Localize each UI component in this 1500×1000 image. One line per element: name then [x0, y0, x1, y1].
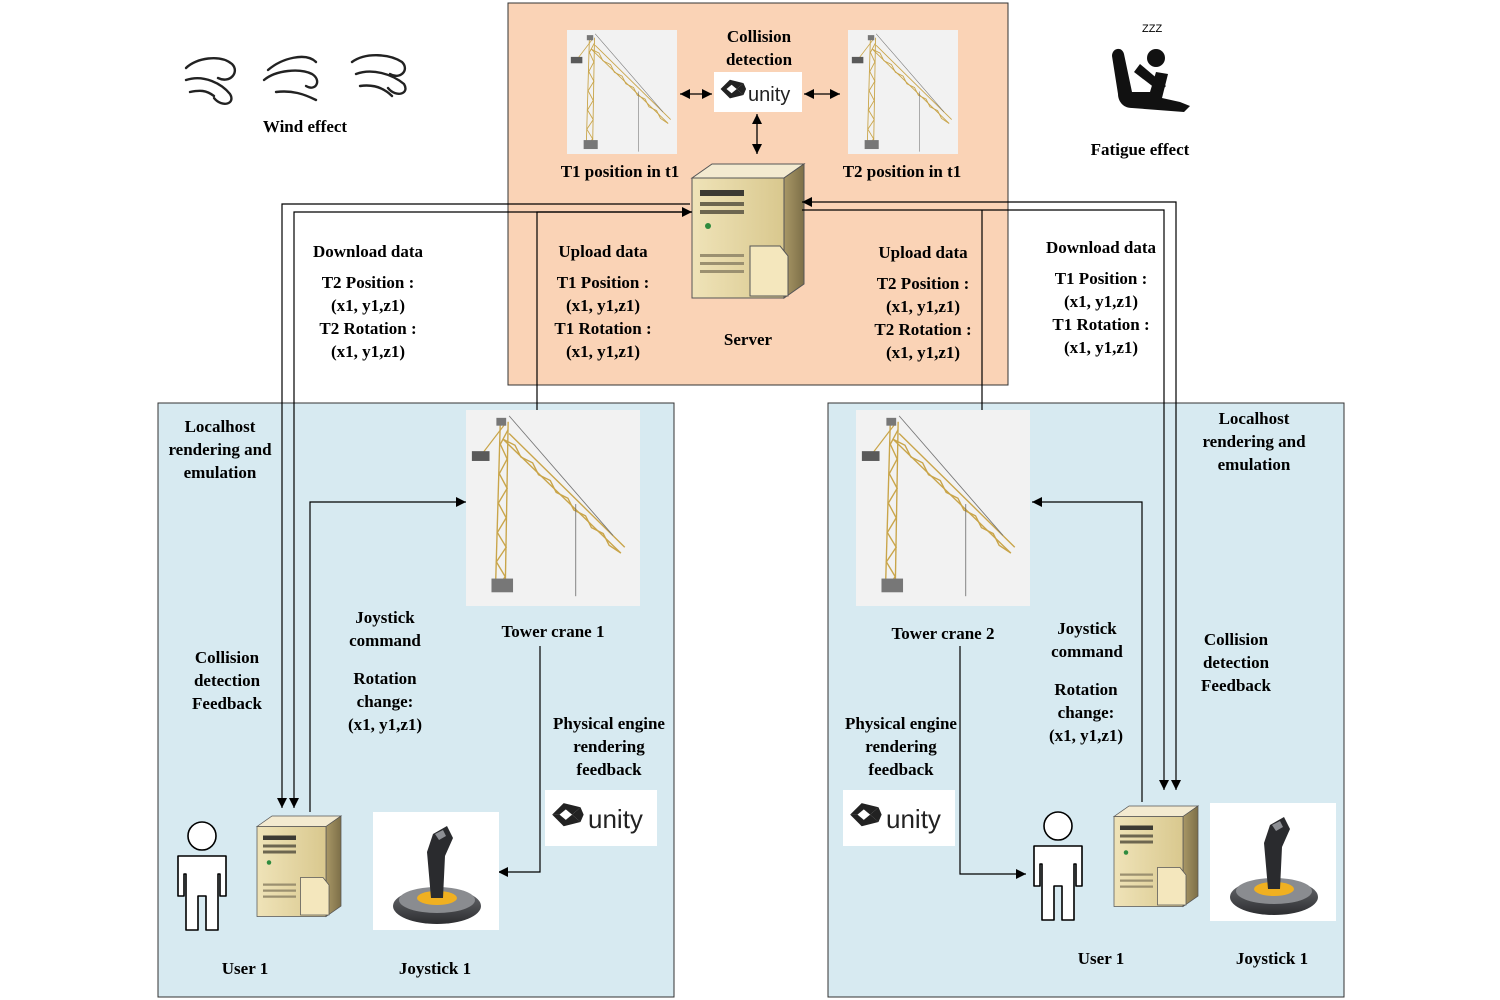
left-upload-data: Upload data T1 Position :(x1, y1,z1) T1 …	[554, 242, 652, 361]
wind-icon	[184, 54, 407, 105]
client2-physics-feedback-line	[959, 646, 1026, 879]
unity-text-client1: unity	[588, 804, 643, 834]
right-download-data: Download data T1 Position :(x1, y1,z1) T…	[1045, 238, 1157, 357]
fatigue-effect-label: Fatigue effect	[1090, 140, 1190, 159]
client1-physics-feedback-line	[498, 646, 541, 877]
wind-effect-label: Wind effect	[262, 117, 348, 136]
tower-crane-2-label: Tower crane 2	[891, 624, 995, 643]
left-upload-line	[536, 207, 692, 410]
client1-joystick-command-line	[309, 497, 466, 812]
client1-joystick-label: Joystick 1	[398, 959, 472, 978]
t1-crane-image-frame	[567, 30, 677, 154]
zzz-text: ZZZ	[1142, 23, 1162, 35]
client2-joystick-label: Joystick 1	[1235, 949, 1309, 968]
server-label: Server	[723, 330, 773, 349]
crane1-image-frame	[466, 410, 640, 606]
client2-joystick-command-line	[1032, 497, 1143, 802]
right-download-line-2	[802, 209, 1169, 790]
server-tower-icon	[256, 815, 342, 917]
crane2-image-frame	[856, 410, 1030, 606]
t1-position-caption: T1 position in t1	[560, 162, 680, 181]
right-download-line-1	[802, 197, 1181, 790]
unity-text-top: unity	[748, 84, 790, 106]
unity-text-client2: unity	[886, 804, 941, 834]
t2-crane-image-frame	[848, 30, 958, 154]
server-tower-icon	[691, 163, 805, 299]
sleeping-seated-person-icon	[1112, 48, 1190, 112]
server-tower-icon	[1113, 805, 1199, 907]
left-download-data: Download data T2 Position :(x1, y1,z1) T…	[312, 242, 424, 361]
left-download-line-1	[277, 203, 690, 808]
client2-user-label: User 1	[1077, 949, 1125, 968]
joystick-icon	[373, 812, 499, 930]
right-upload-data: Upload data T2 Position :(x1, y1,z1) T2 …	[874, 243, 972, 362]
joystick-icon	[1210, 803, 1336, 921]
t2-position-caption: T2 position in t1	[842, 162, 962, 181]
client1-user-label: User 1	[221, 959, 269, 978]
tower-crane-1-label: Tower crane 1	[501, 622, 605, 641]
